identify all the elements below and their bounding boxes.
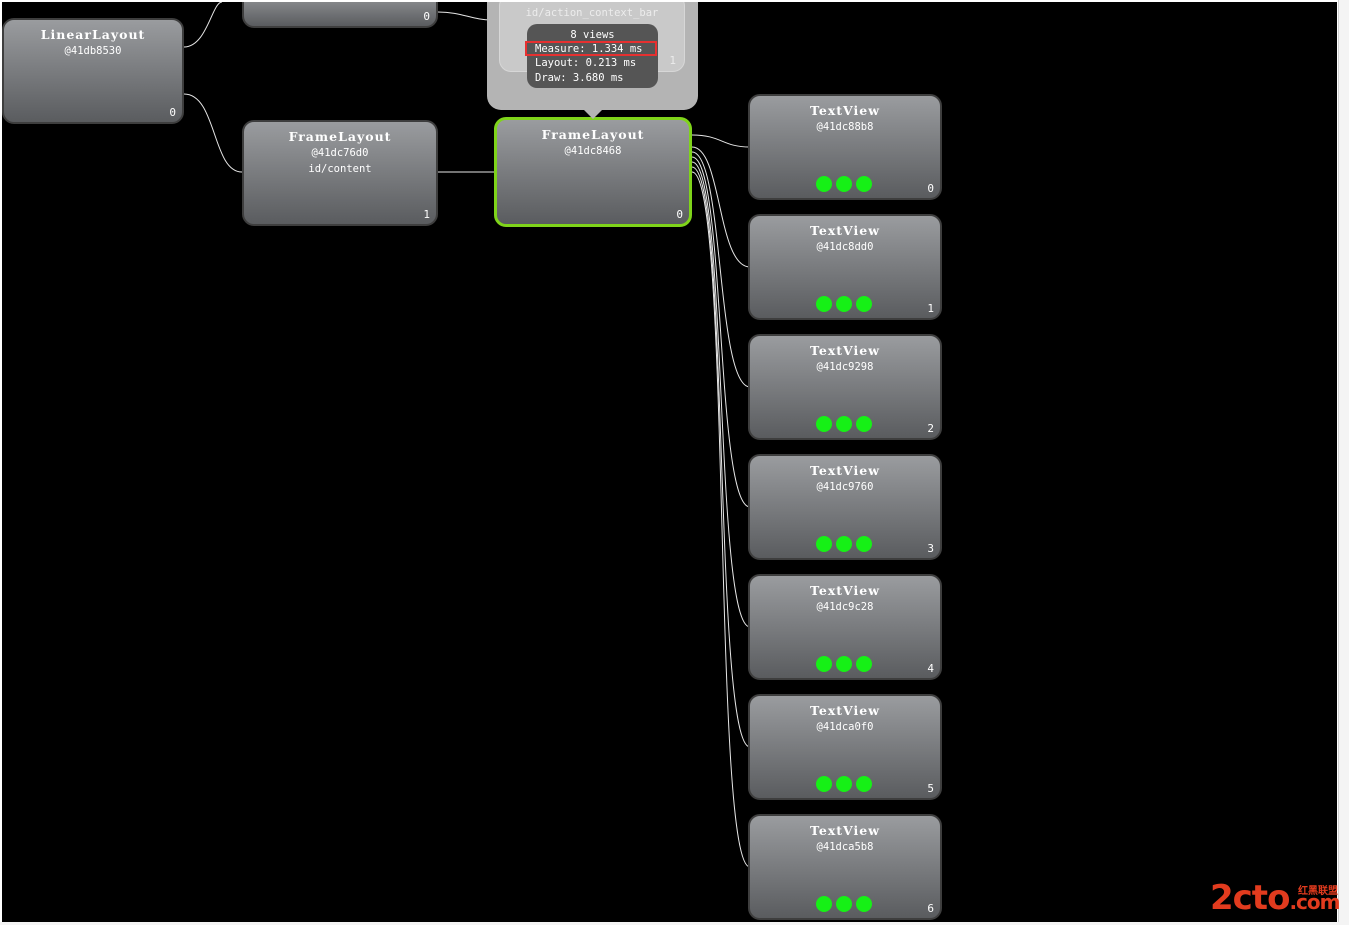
wire-linear-to-top <box>183 2 223 48</box>
node-id: id/content <box>308 163 372 175</box>
node-index: 2 <box>927 422 934 435</box>
node-class-name: FrameLayout <box>288 129 392 144</box>
node-frame-layout-content[interactable]: FrameLayout @41dc76d0 id/content 1 <box>242 120 438 226</box>
node-class-name: TextView <box>810 103 880 118</box>
performance-indicators <box>816 896 872 912</box>
node-class-name: TextView <box>810 703 880 718</box>
draw-indicator-dot <box>856 536 872 552</box>
draw-indicator-dot <box>856 296 872 312</box>
node-index: 3 <box>927 542 934 555</box>
layout-indicator-dot <box>836 536 852 552</box>
node-hash: @41dc9c28 <box>816 601 874 613</box>
draw-indicator-dot <box>856 176 872 192</box>
node-hash: @41dc8468 <box>564 145 622 157</box>
draw-indicator-dot <box>856 656 872 672</box>
views-count: 8 views <box>570 29 615 41</box>
measure-indicator-dot <box>816 296 832 312</box>
layout-time: Layout: 0.213 ms <box>535 57 637 69</box>
draw-time: Draw: 3.680 ms <box>535 72 624 84</box>
node-hash: @41dc76d0 <box>311 147 369 159</box>
bottom-edge <box>0 922 1349 925</box>
node-index: 0 <box>169 106 176 119</box>
layout-indicator-dot <box>836 896 852 912</box>
node-class-name: TextView <box>810 343 880 358</box>
performance-indicators <box>816 416 872 432</box>
node-tooltip: id/action_context_bar 1 8 views Measure:… <box>487 2 698 110</box>
vertical-scrollbar[interactable] <box>1338 0 1349 925</box>
layout-indicator-dot <box>836 176 852 192</box>
draw-indicator-dot <box>856 416 872 432</box>
node-class-name: FrameLayout <box>541 127 645 142</box>
wire-to-textview-2 <box>691 151 751 388</box>
node-textview[interactable]: TextView @41dc9298 2 <box>748 334 942 440</box>
node-textview[interactable]: TextView @41dc8dd0 1 <box>748 214 942 320</box>
node-hash: @41dca5b8 <box>816 841 874 853</box>
wire-to-textview-4 <box>691 161 751 628</box>
node-frame-layout-selected[interactable]: FrameLayout @41dc8468 0 <box>494 117 692 227</box>
node-hash: @41db8530 <box>64 45 122 57</box>
node-textview[interactable]: TextView @41dca5b8 6 <box>748 814 942 920</box>
watermark-cn-text: 红黑联盟 <box>1298 886 1338 897</box>
performance-indicators <box>816 176 872 192</box>
wire-to-textview-1 <box>691 146 751 268</box>
measure-indicator-dot <box>816 656 832 672</box>
measure-indicator-dot <box>816 536 832 552</box>
layout-indicator-dot <box>836 656 852 672</box>
node-class-name: LinearLayout <box>40 27 146 42</box>
wire-linear-to-frame-content <box>183 93 243 173</box>
wire-to-textview-0 <box>691 134 751 148</box>
node-textview[interactable]: TextView @41dc88b8 0 <box>748 94 942 200</box>
performance-indicators <box>816 776 872 792</box>
wire-top-to-tooltip <box>437 11 493 21</box>
node-class-name: TextView <box>810 463 880 478</box>
watermark-logo: 2cto.com 红黑联盟 <box>1210 878 1346 918</box>
draw-indicator-dot <box>856 776 872 792</box>
measure-indicator-dot <box>816 176 832 192</box>
measure-time: Measure: 1.334 ms <box>535 43 643 55</box>
node-textview[interactable]: TextView @41dc9760 3 <box>748 454 942 560</box>
performance-indicators <box>816 656 872 672</box>
performance-indicators <box>816 536 872 552</box>
underlying-node-index: 1 <box>669 54 676 67</box>
node-index: 4 <box>927 662 934 675</box>
node-index: 6 <box>927 902 934 915</box>
measure-indicator-dot <box>816 896 832 912</box>
layout-indicator-dot <box>836 296 852 312</box>
watermark-text: 2cto.com <box>1210 878 1340 918</box>
node-index: 1 <box>423 208 430 221</box>
node-linear-layout[interactable]: LinearLayout @41db8530 0 <box>2 18 184 124</box>
node-class-name: TextView <box>810 823 880 838</box>
performance-indicators <box>816 296 872 312</box>
layout-indicator-dot <box>836 416 852 432</box>
node-index: 0 <box>423 10 430 23</box>
node-index: 0 <box>927 182 934 195</box>
node-hash: @41dc9298 <box>816 361 874 373</box>
underlying-node-id: id/action_context_bar <box>525 7 659 19</box>
node-top-partial[interactable]: 0 <box>242 2 438 28</box>
node-hash: @41dc88b8 <box>816 121 874 133</box>
measure-indicator-dot <box>816 416 832 432</box>
timing-summary: 8 views Measure: 1.334 ms Layout: 0.213 … <box>525 24 658 88</box>
node-textview[interactable]: TextView @41dc9c28 4 <box>748 574 942 680</box>
node-textview[interactable]: TextView @41dca0f0 5 <box>748 694 942 800</box>
node-hash: @41dca0f0 <box>816 721 874 733</box>
measure-indicator-dot <box>816 776 832 792</box>
node-hash: @41dc8dd0 <box>816 241 874 253</box>
node-index: 0 <box>676 208 683 221</box>
node-index: 5 <box>927 782 934 795</box>
node-class-name: TextView <box>810 223 880 238</box>
layout-indicator-dot <box>836 776 852 792</box>
node-index: 1 <box>927 302 934 315</box>
node-class-name: TextView <box>810 583 880 598</box>
node-hash: @41dc9760 <box>816 481 874 493</box>
wire-to-textview-5 <box>691 166 751 748</box>
draw-indicator-dot <box>856 896 872 912</box>
tooltip-pointer <box>583 109 603 119</box>
wire-to-textview-3 <box>691 156 751 508</box>
measure-highlight-box <box>525 41 657 56</box>
wire-to-textview-6 <box>691 171 751 868</box>
